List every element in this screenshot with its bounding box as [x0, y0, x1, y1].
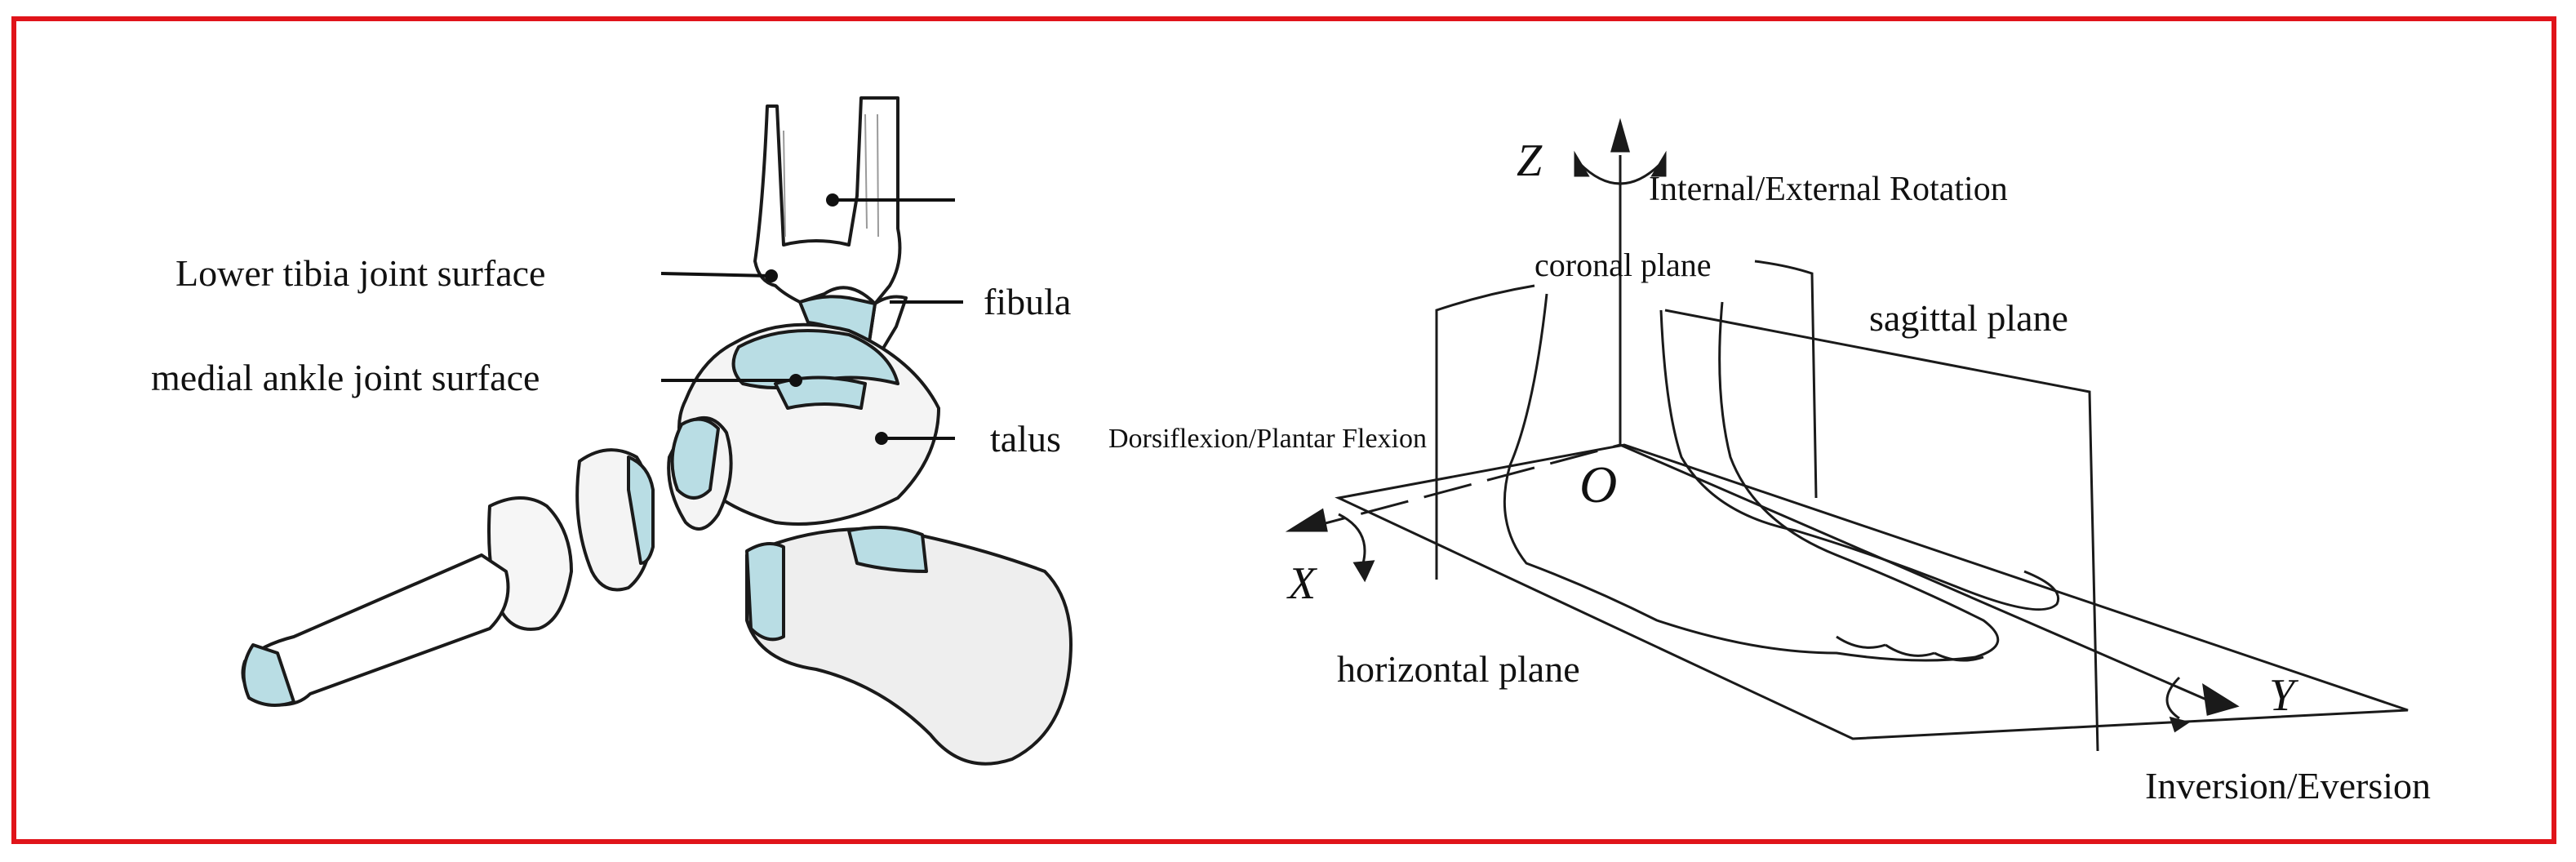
sagittal-plane-outline	[1665, 310, 2098, 751]
x-rotation-head	[1355, 562, 1373, 580]
talus-dot	[877, 433, 886, 443]
ankle-bones-illustration	[243, 98, 1072, 764]
z-axis-arrowhead	[1612, 122, 1628, 151]
calcaneus-cartilage-2	[849, 527, 926, 571]
label-coronal-plane: coronal plane	[1534, 247, 1712, 283]
x-rotation-arrow	[1339, 514, 1365, 563]
label-talus: talus	[990, 418, 1061, 460]
y-axis-arrowhead	[2204, 686, 2236, 714]
axis-label-y: Y	[2269, 670, 2299, 721]
leg-front-outline	[1504, 294, 1997, 660]
axis-label-x: X	[1286, 558, 1318, 609]
coronal-plane-outline	[1437, 261, 1816, 580]
label-sagittal-plane: sagittal plane	[1869, 297, 2068, 339]
label-medial-ankle: medial ankle joint surface	[151, 357, 540, 398]
z-rotation-head-left	[1575, 155, 1588, 176]
label-horizontal-plane: horizontal plane	[1337, 648, 1580, 690]
lower-tibia-dot	[766, 271, 776, 281]
horizontal-plane-outline	[1339, 445, 2408, 739]
talus-medial-cartilage	[775, 378, 865, 409]
medial-ankle-dot	[791, 375, 801, 385]
calcaneus-cartilage-1	[747, 544, 784, 639]
axis-label-z: Z	[1517, 136, 1543, 186]
label-dorsi-plantar: Dorsiflexion/Plantar Flexion	[1108, 424, 1427, 454]
label-fibula: fibula	[984, 281, 1071, 322]
tibia-pointer-dot	[828, 195, 837, 205]
y-rotation-head	[2171, 718, 2187, 731]
x-axis-arrowhead	[1290, 510, 1326, 531]
label-lower-tibia: Lower tibia joint surface	[175, 252, 545, 294]
y-axis-line	[1620, 445, 2212, 702]
label-internal-external: Internal/External Rotation	[1649, 171, 2008, 208]
lower-tibia-leader	[661, 273, 771, 276]
label-inversion-eversion: Inversion/Eversion	[2145, 765, 2431, 806]
navicular-cartilage	[673, 420, 718, 498]
axis-label-origin: O	[1579, 455, 1617, 513]
